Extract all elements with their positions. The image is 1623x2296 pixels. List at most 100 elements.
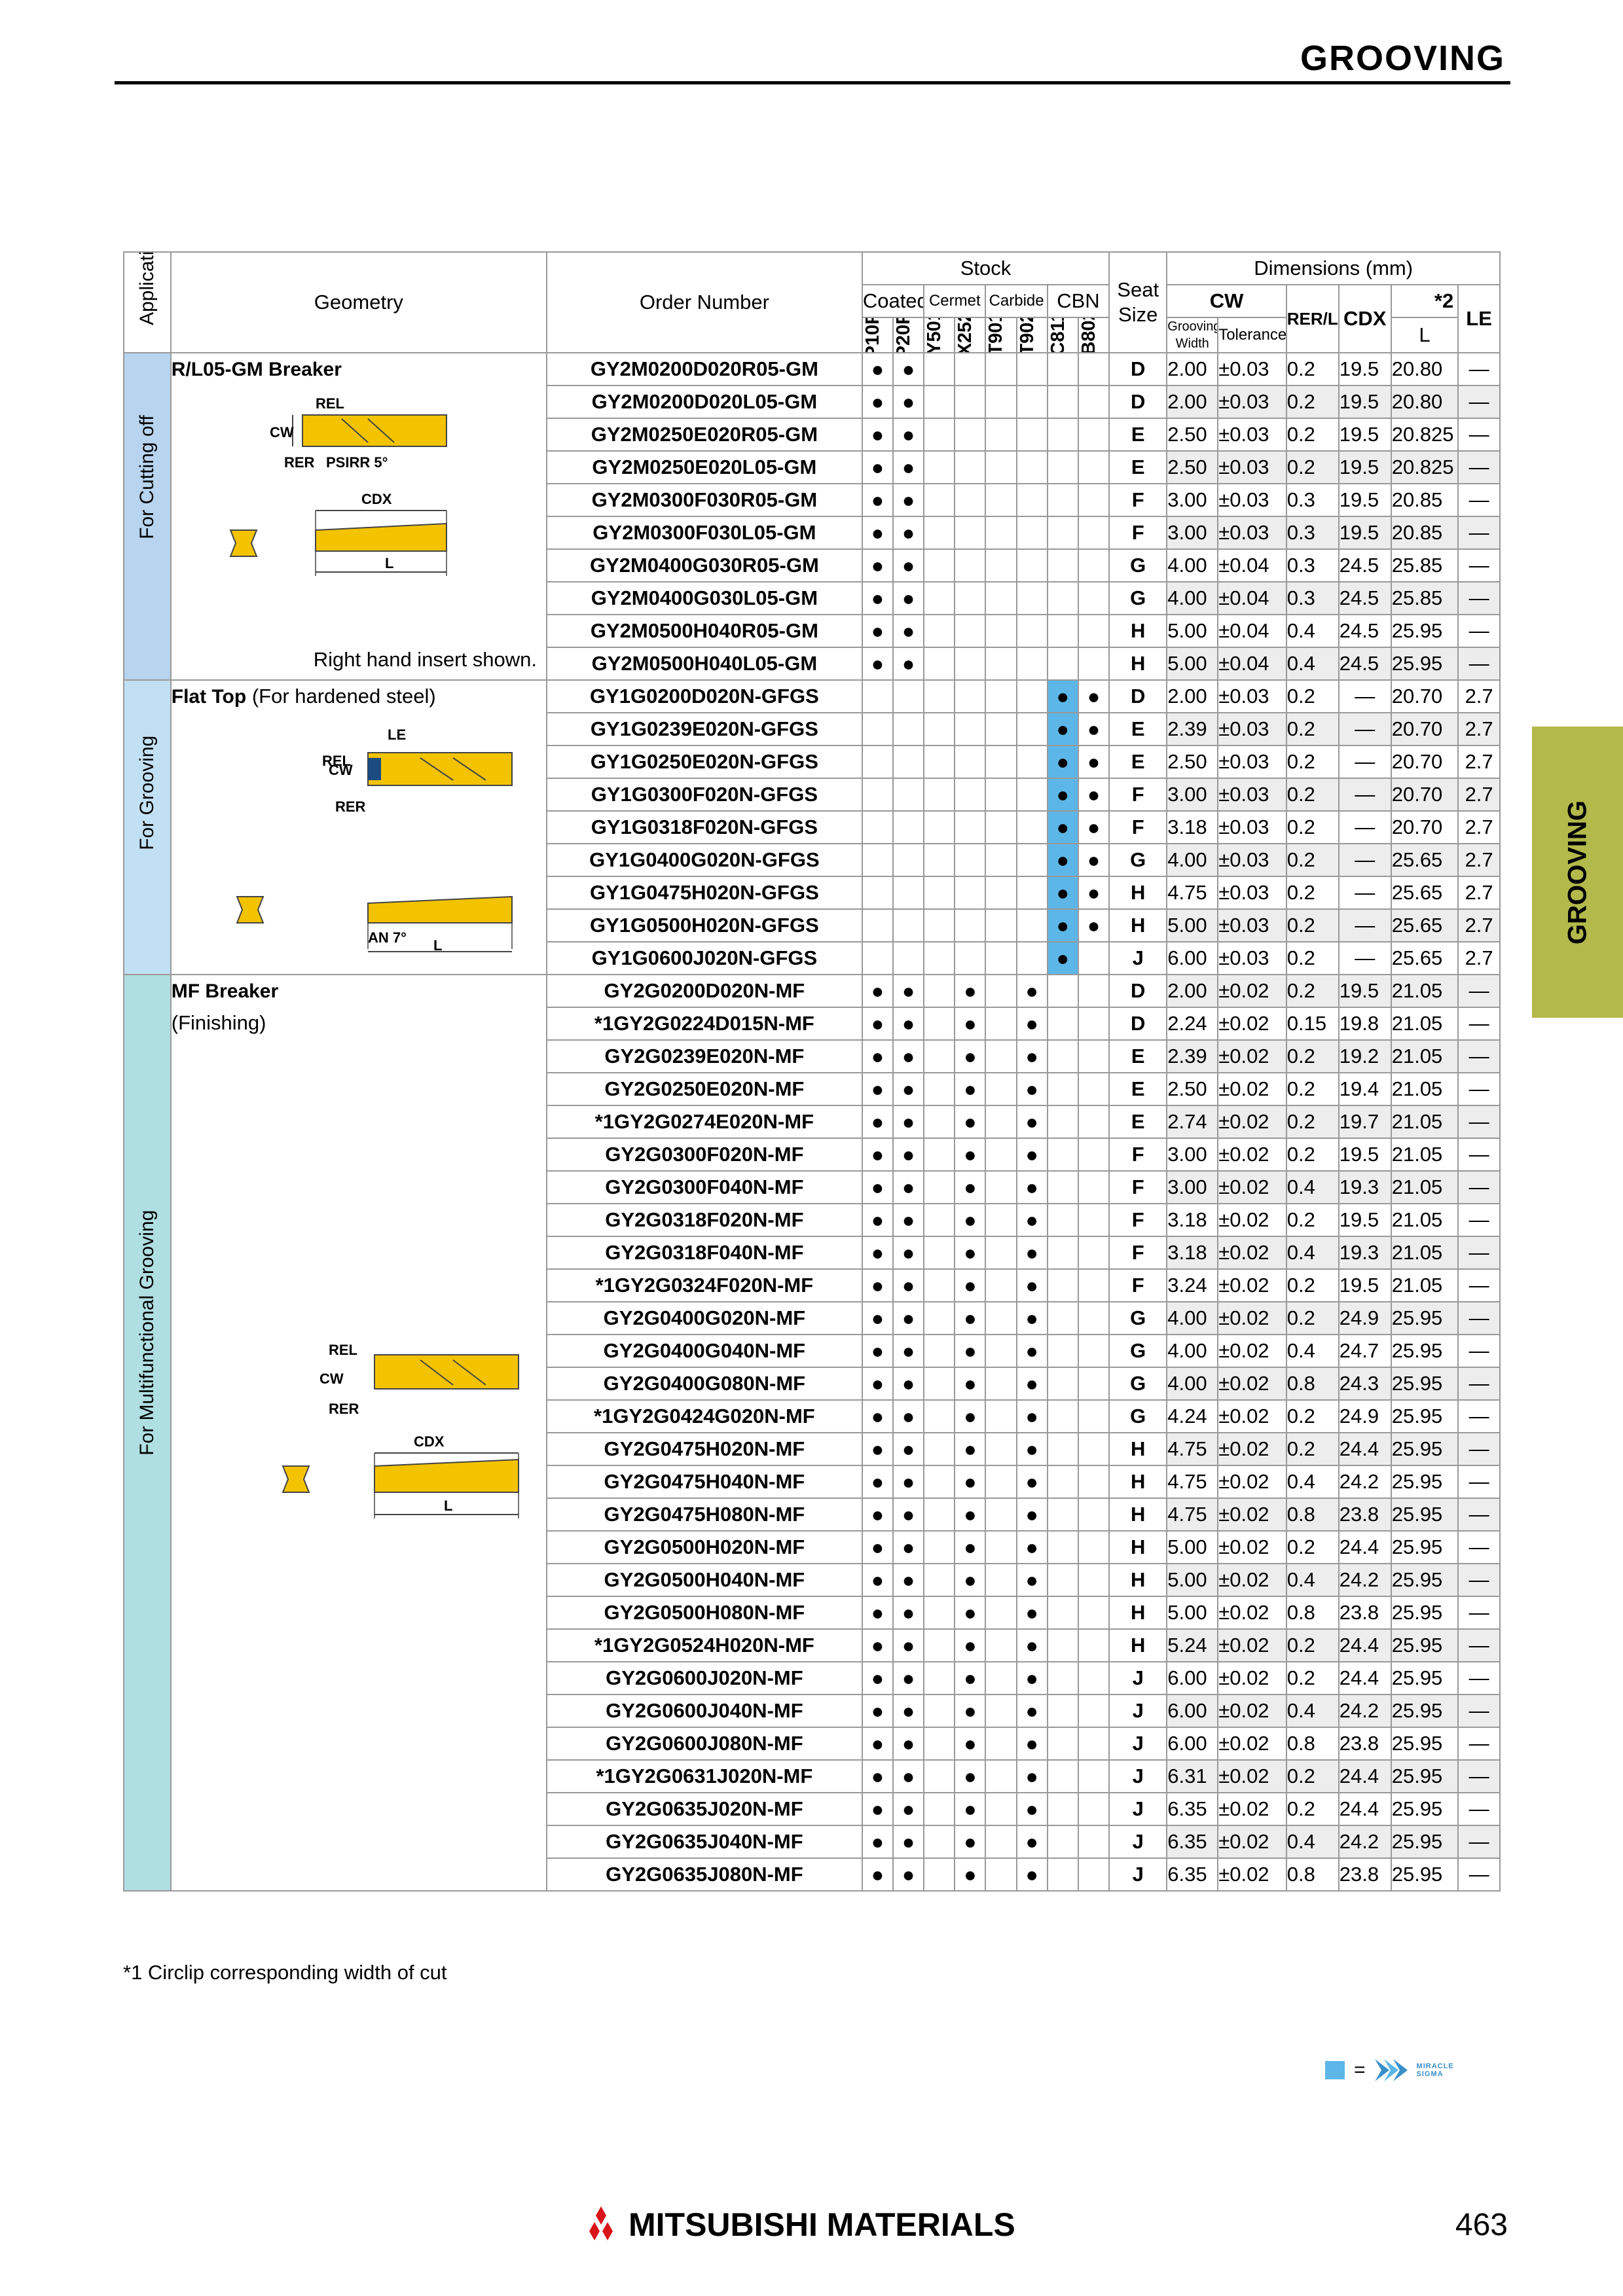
stock-mark: ● — [861, 1694, 894, 1728]
stock-mark — [1046, 1498, 1079, 1532]
grooving-width: 4.00 — [1166, 548, 1219, 583]
grade-vp10rt: VP10RT — [861, 317, 894, 353]
stock-mark — [1077, 450, 1110, 484]
cdx: 24.7 — [1338, 1334, 1392, 1368]
col-grooving-width: Grooving Width — [1166, 317, 1219, 353]
stock-mark — [1077, 1825, 1110, 1859]
svg-text:LE: LE — [388, 726, 406, 743]
order-number: GY2G0500H020N-MF — [545, 1530, 863, 1564]
right-hand-note: Right hand insert shown. — [313, 648, 537, 671]
length: 20.70 — [1390, 712, 1459, 746]
stock-mark — [923, 1727, 956, 1761]
stock-mark: ● — [1015, 1236, 1048, 1270]
page-number: 463 — [1455, 2208, 1508, 2242]
stock-mark — [1046, 548, 1079, 583]
stock-mark — [923, 1236, 956, 1270]
tolerance: ±0.03 — [1217, 908, 1287, 942]
length: 21.05 — [1390, 1170, 1459, 1204]
stock-mark — [1015, 548, 1048, 583]
length: 21.05 — [1390, 1203, 1459, 1237]
stock-mark: ● — [892, 1072, 925, 1106]
stock-mark: ● — [954, 1792, 987, 1826]
stock-mark: ● — [954, 1759, 987, 1793]
grooving-width: 6.31 — [1166, 1759, 1219, 1793]
stock-mark — [1077, 1432, 1110, 1466]
stock-mark — [1046, 614, 1079, 648]
cdx: 19.2 — [1338, 1039, 1392, 1073]
stock-mark — [985, 1857, 1017, 1892]
stock-mark: ● — [861, 1039, 894, 1073]
stock-mark: ● — [861, 614, 894, 648]
rer-rel: 0.2 — [1285, 1661, 1340, 1695]
legend-equals: = — [1354, 2059, 1366, 2081]
stock-mark — [923, 1367, 956, 1401]
cdx: 24.2 — [1338, 1694, 1392, 1728]
le: — — [1457, 1825, 1501, 1859]
stock-mark — [923, 548, 956, 583]
stock-mark: ● — [861, 1236, 894, 1270]
stock-mark: ● — [861, 385, 894, 419]
grooving-width: 3.18 — [1166, 1203, 1219, 1237]
stock-mark: ● — [892, 1399, 925, 1433]
order-number: GY1G0400G020N-GFGS — [545, 843, 863, 877]
stock-mark — [1077, 974, 1110, 1008]
stock-mark — [1046, 1694, 1079, 1728]
stock-mark — [892, 908, 925, 942]
col-coated: Coated — [861, 284, 925, 318]
grade-bc8110: BC8110 — [1046, 317, 1079, 353]
order-number: GY2G0400G040N-MF — [545, 1334, 863, 1368]
order-number: GY2M0400G030R05-GM — [545, 548, 863, 583]
stock-mark — [1046, 1138, 1079, 1172]
le: 2.7 — [1457, 908, 1501, 942]
seat-size: J — [1108, 1727, 1168, 1761]
tolerance: ±0.03 — [1217, 418, 1287, 452]
svg-text:CDX: CDX — [414, 1433, 445, 1450]
tolerance: ±0.02 — [1217, 1367, 1287, 1401]
le: 2.7 — [1457, 679, 1501, 713]
col-cw: CW — [1166, 284, 1287, 318]
stock-mark — [954, 385, 987, 419]
tolerance: ±0.03 — [1217, 483, 1287, 517]
tolerance: ±0.03 — [1217, 385, 1287, 419]
stock-mark — [985, 1498, 1017, 1532]
col-seat-size: Seat Size — [1108, 251, 1168, 353]
seat-size: F — [1108, 516, 1168, 550]
length: 25.85 — [1390, 548, 1459, 583]
stock-mark: ● — [892, 1105, 925, 1139]
grooving-width: 2.50 — [1166, 745, 1219, 779]
stock-mark: ● — [861, 516, 894, 550]
stock-mark: ● — [1015, 1661, 1048, 1695]
tolerance: ±0.03 — [1217, 876, 1287, 910]
le: — — [1457, 1399, 1501, 1433]
col-stock: Stock — [861, 251, 1110, 285]
stock-mark — [923, 712, 956, 746]
seat-size: J — [1108, 1694, 1168, 1728]
rer-rel: 0.4 — [1285, 1563, 1340, 1597]
stock-mark — [985, 614, 1017, 648]
stock-mark — [1046, 1268, 1079, 1302]
col-geometry: Geometry — [170, 251, 547, 353]
side-tab[interactable]: GROOVING — [1532, 726, 1623, 1018]
stock-mark — [1046, 1170, 1079, 1204]
stock-mark: ● — [861, 1105, 894, 1139]
grade-vp20rt: VP20RT — [892, 317, 925, 353]
stock-mark — [954, 548, 987, 583]
stock-mark — [923, 1203, 956, 1237]
stock-mark: ● — [1077, 876, 1110, 910]
grooving-width: 4.00 — [1166, 1367, 1219, 1401]
stock-mark — [985, 647, 1017, 681]
tolerance: ±0.02 — [1217, 1399, 1287, 1433]
stock-mark — [1077, 1399, 1110, 1433]
stock-mark — [985, 1170, 1017, 1204]
stock-mark — [1046, 418, 1079, 452]
stock-mark — [1046, 974, 1079, 1008]
stock-mark: ● — [954, 1399, 987, 1433]
tolerance: ±0.02 — [1217, 1465, 1287, 1499]
